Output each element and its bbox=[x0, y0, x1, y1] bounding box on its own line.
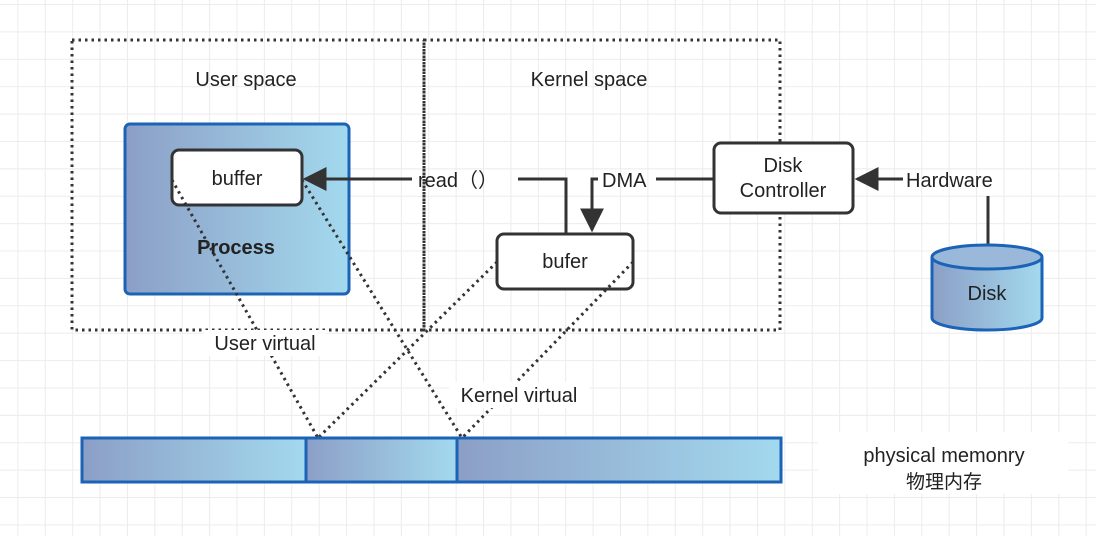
user-space-label: User space bbox=[195, 69, 296, 91]
kernel-virtual-mapping-right bbox=[460, 260, 635, 440]
read-label: read（） bbox=[418, 169, 498, 192]
physical-memory-label-backdrop bbox=[818, 432, 1068, 494]
disk-controller-box bbox=[712, 141, 855, 215]
dma-arrow bbox=[580, 177, 604, 233]
mapping-lines bbox=[170, 179, 635, 440]
physical-memory-segment-3 bbox=[455, 436, 783, 484]
kernel-virtual-label: Kernel virtual bbox=[461, 385, 578, 407]
disk-label: Disk bbox=[968, 283, 1008, 305]
user-virtual-mapping-right bbox=[300, 179, 464, 439]
kernel-virtual-mapping-left bbox=[316, 260, 499, 440]
process-label: Process bbox=[197, 237, 275, 259]
physical-memory-label-cn: 物理内存 bbox=[906, 471, 982, 493]
disk-cylinder bbox=[930, 243, 1044, 332]
user-buffer-label: buffer bbox=[212, 168, 263, 190]
user-virtual-label-backdrop bbox=[204, 330, 326, 356]
disk-controller-label-line2: Controller bbox=[740, 180, 827, 202]
dma-label: DMA bbox=[602, 170, 647, 192]
user-space-region bbox=[70, 38, 426, 332]
user-buffer-box bbox=[170, 148, 304, 207]
kernel-space-label: Kernel space bbox=[531, 69, 648, 91]
disk-controller-label-line1: Disk bbox=[764, 155, 804, 177]
physical-memory-segment-2 bbox=[304, 436, 459, 484]
physical-memory-segment-1 bbox=[80, 436, 308, 484]
user-virtual-mapping-left bbox=[170, 179, 320, 439]
hardware-label: Hardware bbox=[906, 170, 993, 192]
read-arrow-segment bbox=[518, 177, 568, 234]
physical-memory-bar bbox=[80, 436, 783, 484]
user-virtual-label: User virtual bbox=[214, 333, 315, 355]
kernel-buffer-label: bufer bbox=[542, 251, 588, 273]
kernel-virtual-label-backdrop bbox=[449, 382, 589, 408]
physical-memory-label: physical memonry bbox=[863, 445, 1024, 467]
